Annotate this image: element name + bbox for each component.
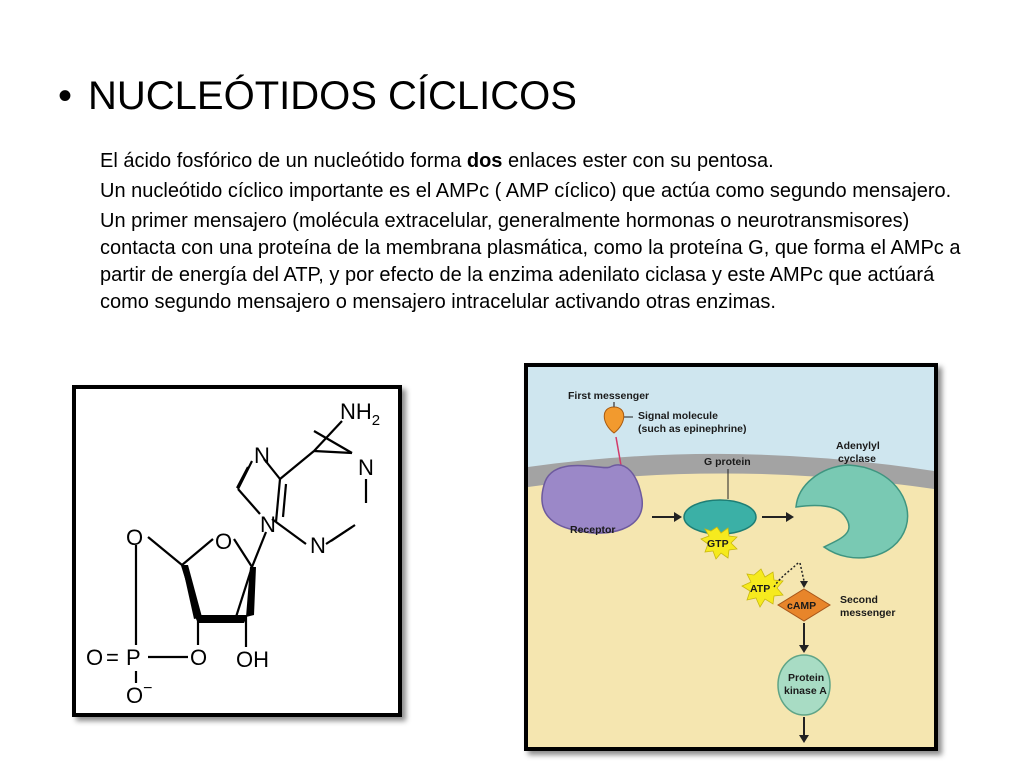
g-protein-icon [683, 499, 757, 535]
para1-start: El ácido fosfórico de un nucleótido form… [100, 150, 467, 172]
signal-molecule-label-1: Signal molecule [638, 410, 718, 422]
ester-oxygen-3-label: O [190, 645, 207, 670]
ring-oxygen-label: O [215, 529, 232, 554]
paragraph-first-messenger: Un primer mensajero (molécula extracelul… [100, 210, 961, 313]
n9-label: N [260, 512, 276, 537]
atp-to-camp-arrow [799, 562, 805, 582]
second-messenger-label-2: messenger [840, 607, 895, 619]
extracellular-space [528, 367, 934, 475]
membrane-arrows [652, 512, 794, 522]
protein-kinase-a-icon [777, 654, 831, 716]
title-bullet: • [58, 74, 73, 118]
ribose-wedge-left [182, 565, 202, 619]
ester-oxygen-5-label: O [126, 525, 143, 550]
receptor-icon [541, 464, 643, 534]
anionic-oxygen-label: O− [126, 680, 152, 708]
camp-label: cAMP [787, 600, 816, 612]
ribose-wedge-right [246, 567, 256, 617]
paragraph-phosphate-bonds: El ácido fosfórico de un nucleótido form… [100, 148, 980, 175]
first-messenger-label: First messenger [568, 390, 649, 402]
atp-to-camp-arrowhead [800, 581, 808, 588]
g-protein-label: G protein [704, 456, 751, 468]
n3-label: N [310, 533, 326, 558]
atp-burst-icon [741, 568, 784, 608]
atp-label: ATP [750, 583, 770, 595]
second-messenger-label-1: Second [840, 594, 878, 606]
camp-structure-drawing: NH2 N N N N O O O O = P O− OH [86, 399, 380, 708]
adenylyl-label-2: cyclase [838, 453, 876, 465]
receptor-label: Receptor [570, 524, 616, 536]
pka-label-1: Protein [788, 672, 824, 684]
atp-flow-curve [773, 562, 799, 588]
para1-bold-dos: dos [466, 150, 503, 172]
camp-pathway-drawing: First messenger Signal molecule (such as… [528, 367, 934, 747]
camp-structure-figure: NH2 N N N N O O O O = P O− OH [72, 385, 402, 717]
para1-end: enlaces ester con su pentosa. [502, 150, 774, 172]
camp-icon [777, 588, 831, 622]
title-text: NUCLEÓTIDOS CÍCLICOS [88, 74, 577, 118]
adenylyl-label-1: Adenylyl [836, 440, 880, 452]
structure-bonds [134, 420, 368, 683]
signal-molecule-label-2: (such as epinephrine) [638, 423, 747, 435]
gtp-burst-icon [700, 526, 738, 560]
ribose-bold-bond [194, 615, 248, 623]
adenylyl-cyclase-icon [795, 464, 909, 559]
n1-label: N [358, 455, 374, 480]
camp-pathway-figure: First messenger Signal molecule (such as… [524, 363, 938, 751]
amino-label: NH2 [340, 399, 380, 429]
double-bond-oxygen-label: O [86, 645, 103, 670]
body-text: El ácido fosfórico de un nucleótido form… [100, 148, 980, 319]
downstream-arrowhead [799, 735, 809, 743]
slide-title: • NUCLEÓTIDOS CÍCLICOS [58, 70, 577, 122]
paragraph-camp: Un nucleótido cíclico importante es el A… [100, 180, 952, 202]
signal-molecule-icon [603, 406, 625, 434]
camp-to-pka-arrowhead [799, 645, 809, 653]
hydroxyl-label: OH [236, 647, 269, 672]
double-bond-sign: = [106, 645, 119, 670]
n7-label: N [254, 443, 270, 468]
phosphorus-label: P [126, 645, 141, 670]
gtp-label: GTP [707, 538, 729, 550]
pka-label-2: kinase A [784, 685, 827, 697]
plasma-membrane [528, 453, 934, 489]
